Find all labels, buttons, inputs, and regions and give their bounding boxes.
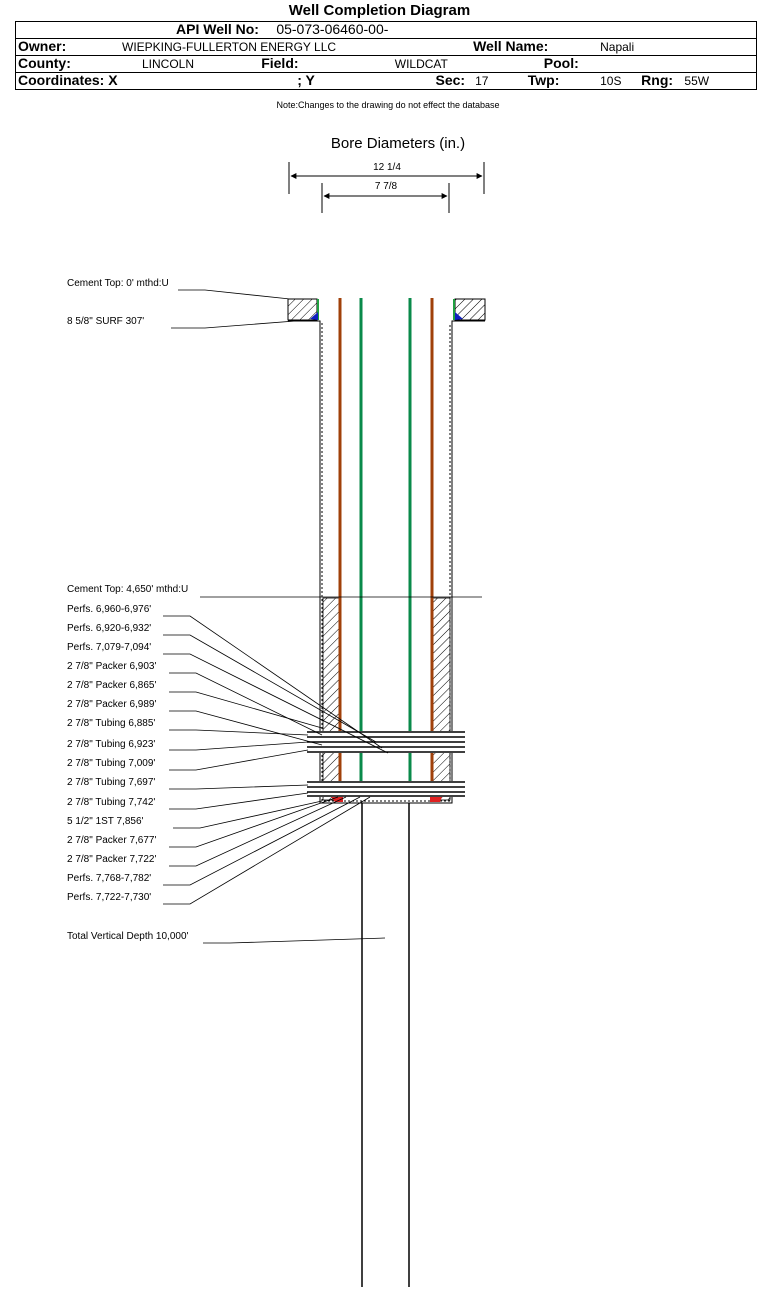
label-perf-1: Perfs. 6,960-6,976'	[67, 604, 151, 615]
pool-label: Pool:	[543, 55, 579, 71]
label-packer-4: 2 7/8" Packer 7,677'	[67, 835, 156, 846]
leader-cement-top-surface	[178, 289, 291, 300]
leader-packer-3	[169, 710, 323, 746]
casing-outline-outer	[288, 320, 485, 804]
rng-value: 55W	[684, 74, 710, 88]
well-name-label: Well Name:	[473, 38, 549, 54]
label-perf-2: Perfs. 6,920-6,932'	[67, 623, 151, 634]
leader-perf-3	[163, 653, 389, 754]
leader-perf-1	[163, 615, 383, 749]
leader-packer-5	[169, 796, 347, 867]
label-packer-1: 2 7/8" Packer 6,903'	[67, 661, 156, 672]
coordinates-row: Coordinates: X ; Y Sec: 17 Twp: 10S Rng:…	[15, 72, 758, 90]
leader-tubing-5	[169, 792, 309, 810]
bore-outer-label: 12 1/4	[373, 162, 401, 173]
label-tubing-2: 2 7/8" Tubing 6,923'	[67, 739, 155, 750]
bore-diameters-title: Bore Diameters (in.)	[331, 135, 465, 152]
label-packer-3: 2 7/8" Packer 6,989'	[67, 699, 156, 710]
label-perf-4: Perfs. 7,768-7,782'	[67, 873, 151, 884]
leader-production-casing	[173, 800, 323, 829]
label-tubing-5: 2 7/8" Tubing 7,742'	[67, 797, 155, 808]
casing-shoe-right	[430, 797, 442, 802]
leader-perf-4	[163, 796, 361, 886]
surface-shoe-right	[455, 312, 463, 320]
label-tubing-1: 2 7/8" Tubing 6,885'	[67, 718, 155, 729]
label-packer-2: 2 7/8" Packer 6,865'	[67, 680, 156, 691]
county-row: County: LINCOLN Field: WILDCAT Pool:	[15, 55, 757, 73]
county-label: County:	[18, 55, 71, 71]
packer-set-lower	[307, 781, 465, 797]
label-surface-casing: 8 5/8" SURF 307'	[67, 316, 144, 327]
label-packer-5: 2 7/8" Packer 7,722'	[67, 854, 156, 865]
api-label: API Well No:	[176, 21, 259, 37]
rng-label: Rng:	[641, 72, 674, 88]
well-header-table: API Well No: 05-073-06460-00- Owner: WIE…	[15, 21, 758, 90]
leader-packer-2	[169, 691, 323, 729]
coord-y-label: ; Y	[297, 72, 315, 88]
database-note: Note:Changes to the drawing do not effec…	[276, 100, 500, 110]
production-cement-left	[322, 597, 342, 801]
leader-perf-5	[163, 796, 371, 905]
field-value: WILDCAT	[394, 56, 448, 71]
leader-surface-casing	[171, 319, 309, 329]
well-name-value: Napali	[600, 39, 635, 54]
label-cement-top-deep: Cement Top: 4,650' mthd:U	[67, 584, 188, 595]
surface-shoe-left	[310, 312, 318, 320]
leader-tubing-3	[169, 749, 309, 771]
leader-total-vertical-depth	[203, 937, 386, 944]
label-perf-3: Perfs. 7,079-7,094'	[67, 642, 151, 653]
packer-set-upper	[307, 731, 465, 753]
twp-label: Twp:	[527, 72, 560, 88]
owner-label: Owner:	[18, 38, 67, 54]
leader-packer-1	[169, 672, 323, 736]
production-cement-right	[431, 597, 451, 801]
label-tubing-3: 2 7/8" Tubing 7,009'	[67, 758, 155, 769]
casing-outline-inner	[321, 323, 451, 802]
api-value: 05-073-06460-00-	[276, 21, 389, 37]
bore-inner-label: 7 7/8	[375, 181, 398, 192]
leader-tubing-1	[169, 729, 309, 736]
owner-row: Owner: WIEPKING-FULLERTON ENERGY LLC Wel…	[15, 38, 758, 56]
leader-perf-2	[163, 634, 377, 743]
county-value: LINCOLN	[142, 56, 195, 71]
owner-value: WIEPKING-FULLERTON ENERGY LLC	[122, 39, 337, 54]
label-cement-top-surface: Cement Top: 0' mthd:U	[67, 278, 169, 289]
twp-value: 10S	[600, 73, 622, 88]
leader-tubing-2	[169, 741, 309, 751]
leader-tubing-4	[169, 784, 309, 790]
coord-x-label: Coordinates: X	[18, 72, 118, 88]
label-production-casing: 5 1/2" 1ST 7,856'	[67, 816, 144, 827]
field-label: Field:	[261, 55, 299, 71]
label-tubing-4: 2 7/8" Tubing 7,697'	[67, 777, 155, 788]
label-total-vertical-depth: Total Vertical Depth 10,000'	[67, 931, 189, 942]
label-perf-5: Perfs. 7,722-7,730'	[67, 892, 151, 903]
sec-value: 17	[475, 73, 489, 88]
leader-packer-4	[169, 796, 339, 848]
diagram-title: Well Completion Diagram	[288, 2, 471, 19]
sec-label: Sec:	[435, 72, 466, 88]
